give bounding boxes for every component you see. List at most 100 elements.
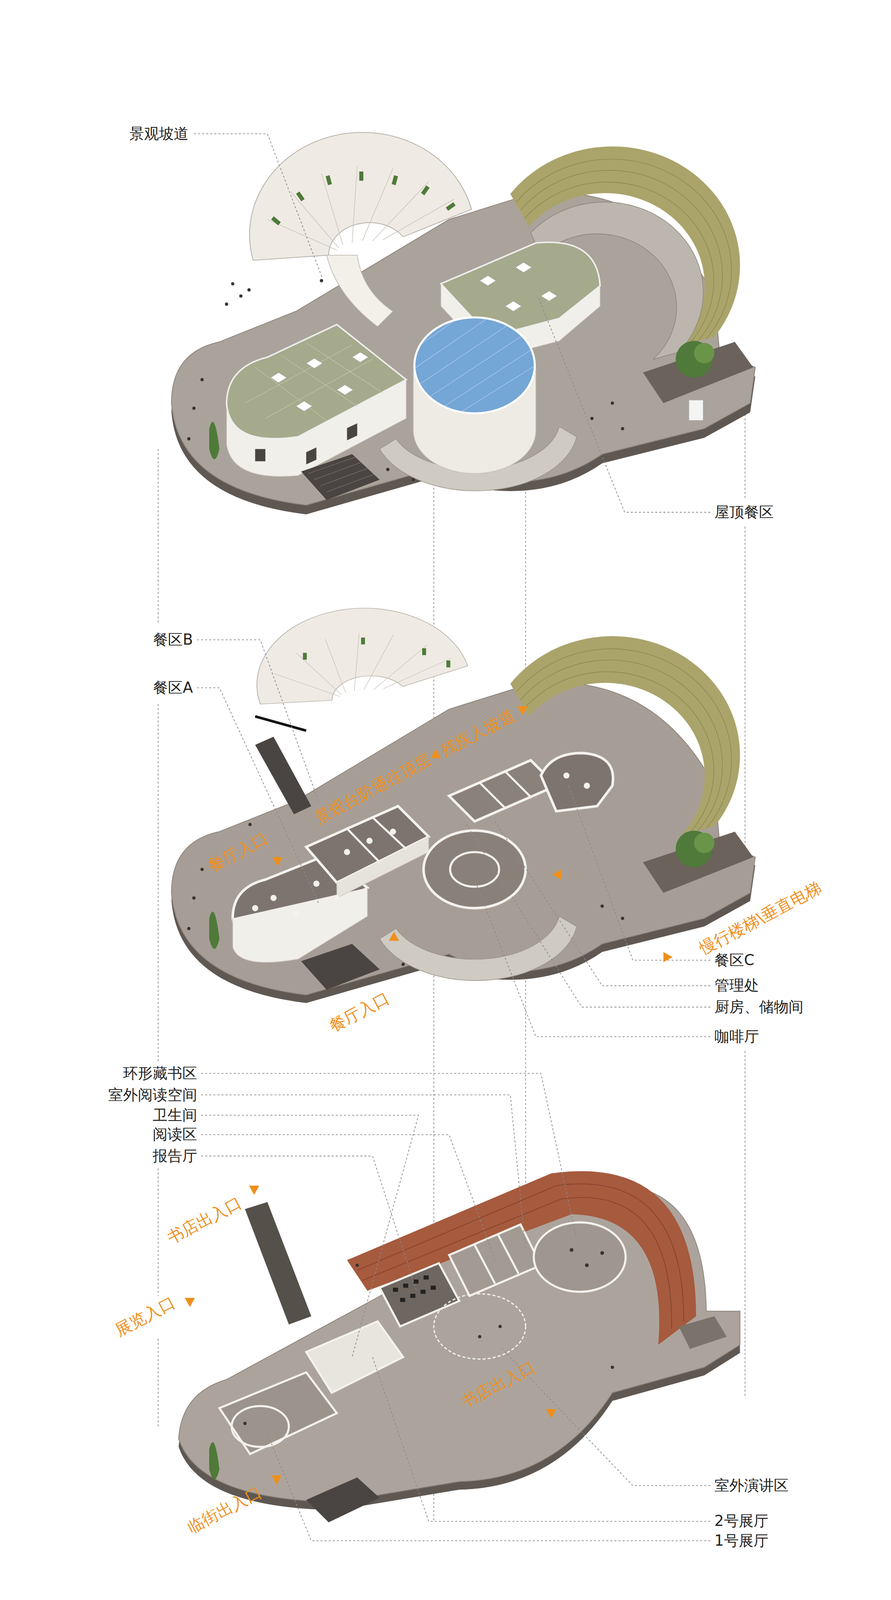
bookstore-floor [219, 1372, 337, 1455]
entrance-arrow [430, 749, 442, 759]
restaurant-floor [479, 771, 531, 809]
restaurant-floor [171, 608, 756, 1004]
roof-floor [247, 288, 251, 292]
restaurant-floor [347, 817, 407, 863]
roof-floor [336, 384, 353, 396]
roof-floor [352, 352, 369, 363]
leader-line [197, 639, 319, 802]
callout-label: 管理处 [714, 977, 759, 996]
roof-floor [271, 171, 456, 226]
bookstore-floor [306, 1477, 380, 1523]
roof-floor [255, 449, 266, 462]
roof-floor [295, 191, 305, 202]
entrance-arrow [663, 952, 673, 963]
roof-floor [171, 132, 756, 515]
roof-floor [192, 406, 196, 411]
entrance-arrow [388, 931, 400, 941]
bookstore-floor [423, 1275, 429, 1280]
restaurant-floor [693, 833, 715, 854]
roof-floor [239, 294, 243, 298]
restaurant-floor [621, 917, 625, 921]
leader-line [201, 1095, 526, 1251]
roof-floor [479, 275, 496, 287]
roof-floor [326, 255, 393, 327]
bookstore-floor [430, 1286, 436, 1291]
roof-floor [420, 185, 430, 196]
restaurant-floor [273, 633, 452, 697]
roof-floor [244, 343, 383, 421]
bookstore-floor [357, 1184, 684, 1329]
bookstore-floor [600, 1251, 605, 1256]
restaurant-floor [524, 671, 714, 833]
bookstore-floor [498, 1325, 502, 1329]
entrance-arrow [271, 1475, 283, 1485]
roof-floor [270, 372, 287, 384]
leader-line [194, 133, 323, 279]
restaurant-floor [192, 896, 196, 900]
callout-label: 室外演讲区 [714, 1477, 789, 1496]
roof-floor [306, 358, 323, 369]
restaurant-floor [389, 829, 397, 836]
callout-label: 报告厅 [152, 1147, 198, 1166]
roof-floor [540, 291, 557, 302]
bookstore-floor [392, 1287, 398, 1293]
roof-floor [308, 457, 374, 492]
restaurant-floor [366, 838, 373, 845]
restaurant-floor [423, 830, 526, 909]
entrance-label: 慢行楼梯\垂直电梯 [696, 878, 825, 959]
restaurant-floor [446, 660, 451, 668]
callout-label: 餐区A [153, 679, 194, 697]
bookstore-floor [209, 1442, 220, 1480]
bookstore-floor [379, 1263, 459, 1328]
callout-label: 厨房、储物间 [714, 998, 804, 1017]
bookstore-floor [533, 1222, 627, 1293]
callout-label: 景观坡道 [129, 124, 189, 143]
roof-floor [411, 478, 415, 482]
entrance-label: 餐厅入口 [326, 988, 393, 1037]
bookstore-floor [306, 1321, 404, 1394]
restaurant-floor [300, 943, 380, 990]
entrance-arrow [546, 1409, 557, 1419]
bookstore-floor [362, 1197, 672, 1329]
roof-floor [377, 291, 562, 425]
leader-line [538, 295, 711, 513]
restaurant-floor [292, 911, 300, 918]
roof-floor [209, 422, 220, 460]
roof-floor [590, 416, 594, 420]
callout-label: 室外阅读空间 [108, 1086, 198, 1105]
roof-floor [415, 318, 534, 413]
leader-line [267, 1433, 711, 1542]
restaurant-floor [401, 962, 405, 966]
leader-line [494, 821, 711, 987]
restaurant-floor [379, 916, 577, 981]
callout-label: 咖啡厅 [714, 1027, 759, 1046]
entrance-label: 景观台阶通往顶层 [310, 749, 435, 828]
entrance-arrow [517, 706, 528, 716]
entrance-arrow [272, 857, 283, 867]
entrance-label: 书店出入口 [163, 1193, 245, 1249]
bookstore-floor [610, 1366, 614, 1370]
restaurant-floor [344, 849, 351, 856]
entrance-label: 临街出入口 [184, 1482, 265, 1539]
restaurant-floor [540, 753, 614, 812]
restaurant-floor [600, 904, 604, 909]
restaurant-floor [333, 895, 340, 902]
roof-floor [200, 378, 204, 382]
leader-line [201, 1134, 496, 1261]
entrance-arrow [249, 1186, 260, 1196]
restaurant-floor [209, 911, 220, 949]
roof-floor [187, 279, 625, 482]
callout-label: 1号展厅 [714, 1532, 769, 1551]
roof-floor [226, 324, 407, 439]
entrance-label: 展览入口 [111, 1292, 178, 1341]
bookstore-floor [243, 1248, 614, 1426]
entrance-arrow [184, 706, 673, 1486]
bookstore-floor [244, 1202, 312, 1325]
restaurant-floor [516, 648, 732, 829]
callout-label: 屋顶餐区 [714, 503, 774, 522]
bookstore-floor [243, 1422, 247, 1426]
leader-line [197, 688, 319, 904]
leader-line [568, 785, 711, 961]
roof-floor [187, 437, 191, 441]
